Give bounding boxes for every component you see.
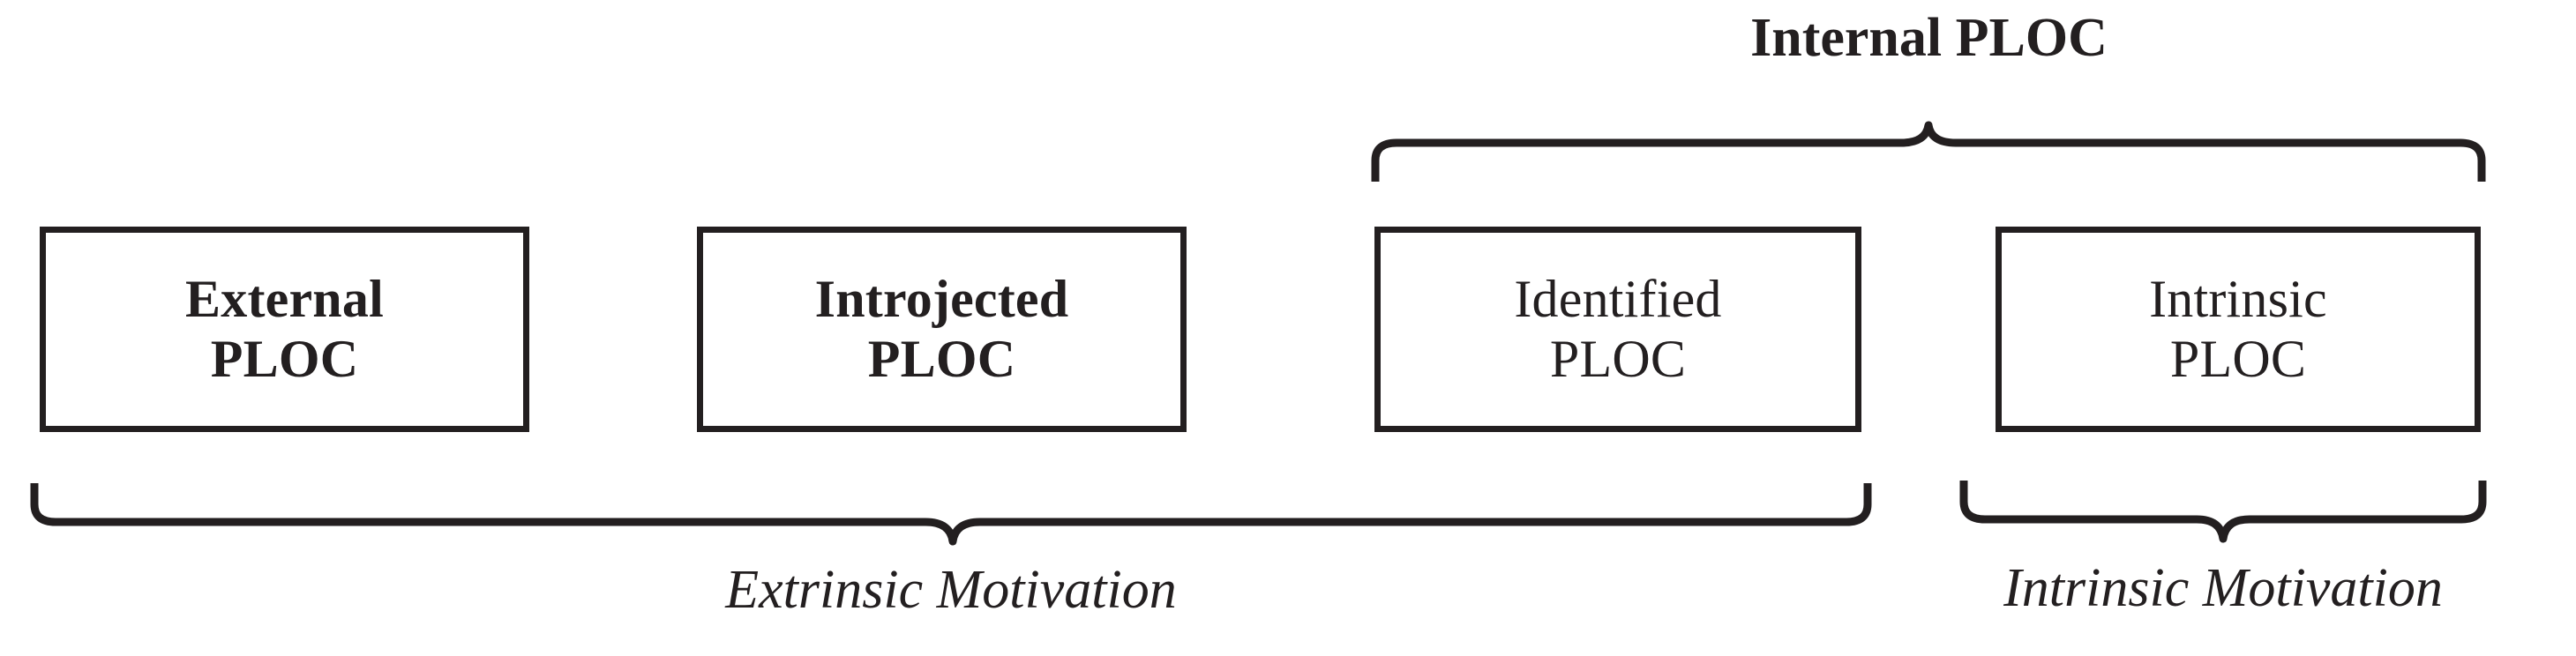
ploc-box-identified-line2: PLOC [1549, 329, 1687, 388]
ploc-box-introjected-line2: PLOC [867, 329, 1016, 388]
extrinsic-motivation-brace [30, 480, 1872, 547]
ploc-box-external-line2: PLOC [210, 329, 359, 388]
intrinsic-motivation-brace [1959, 477, 2487, 544]
ploc-box-introjected[interactable]: Introjected PLOC [697, 227, 1187, 432]
intrinsic-motivation-label: Intrinsic Motivation [2003, 558, 2443, 618]
internal-ploc-brace [1371, 121, 2486, 183]
ploc-box-intrinsic-line1: Intrinsic [2149, 270, 2327, 329]
ploc-box-intrinsic[interactable]: Intrinsic PLOC [1996, 227, 2481, 432]
ploc-box-identified-line1: Identified [1514, 270, 1722, 329]
ploc-box-intrinsic-line2: PLOC [2169, 329, 2307, 388]
ploc-box-external[interactable]: External PLOC [40, 227, 529, 432]
ploc-box-identified[interactable]: Identified PLOC [1374, 227, 1861, 432]
internal-ploc-title: Internal PLOC [1750, 8, 2108, 68]
ploc-box-external-line1: External [185, 270, 384, 329]
ploc-box-introjected-line1: Introjected [814, 270, 1069, 329]
extrinsic-motivation-label: Extrinsic Motivation [725, 560, 1177, 620]
